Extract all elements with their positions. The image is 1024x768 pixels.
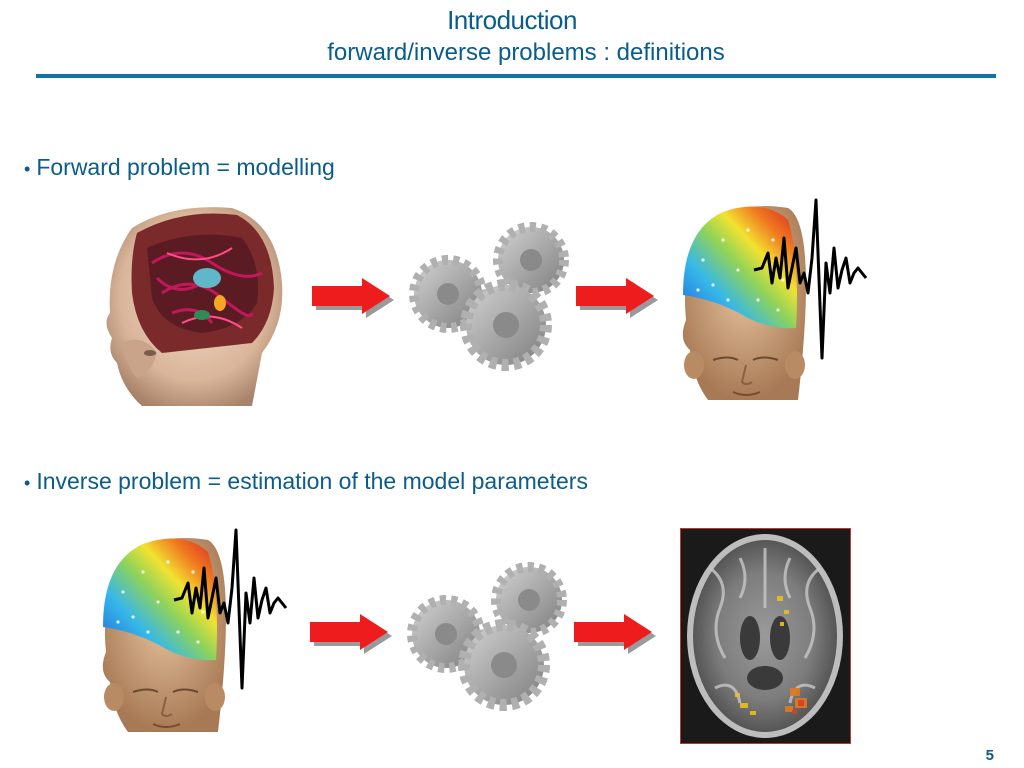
- bullet-marker: •: [24, 159, 31, 179]
- title-divider: [36, 74, 996, 78]
- eeg-head-image: [102, 538, 226, 732]
- eeg-head-image: [682, 206, 806, 400]
- bullet-forward-text: Forward problem = modelling: [36, 154, 335, 180]
- eeg-signal-icon: [753, 198, 868, 360]
- eeg-signal-icon: [173, 528, 288, 690]
- bullet-inverse-problem: •Inverse problem = estimation of the mod…: [24, 467, 588, 497]
- slide-title: Introduction: [447, 5, 577, 35]
- slide-subtitle: forward/inverse problems : definitions: [327, 39, 725, 66]
- arrow-icon: [576, 278, 658, 318]
- bullet-forward-problem: •Forward problem = modelling: [24, 153, 335, 183]
- arrow-icon: [312, 278, 394, 318]
- gears-icon: [409, 222, 569, 371]
- gears-icon: [407, 562, 567, 711]
- arrow-icon: [310, 614, 392, 654]
- brain-head-image: [106, 207, 283, 406]
- mri-slice-image: [680, 528, 851, 744]
- arrow-icon: [574, 614, 656, 654]
- bullet-marker: •: [24, 473, 31, 493]
- page-number: 5: [985, 747, 994, 764]
- bullet-inverse-text: Inverse problem = estimation of the mode…: [36, 468, 588, 494]
